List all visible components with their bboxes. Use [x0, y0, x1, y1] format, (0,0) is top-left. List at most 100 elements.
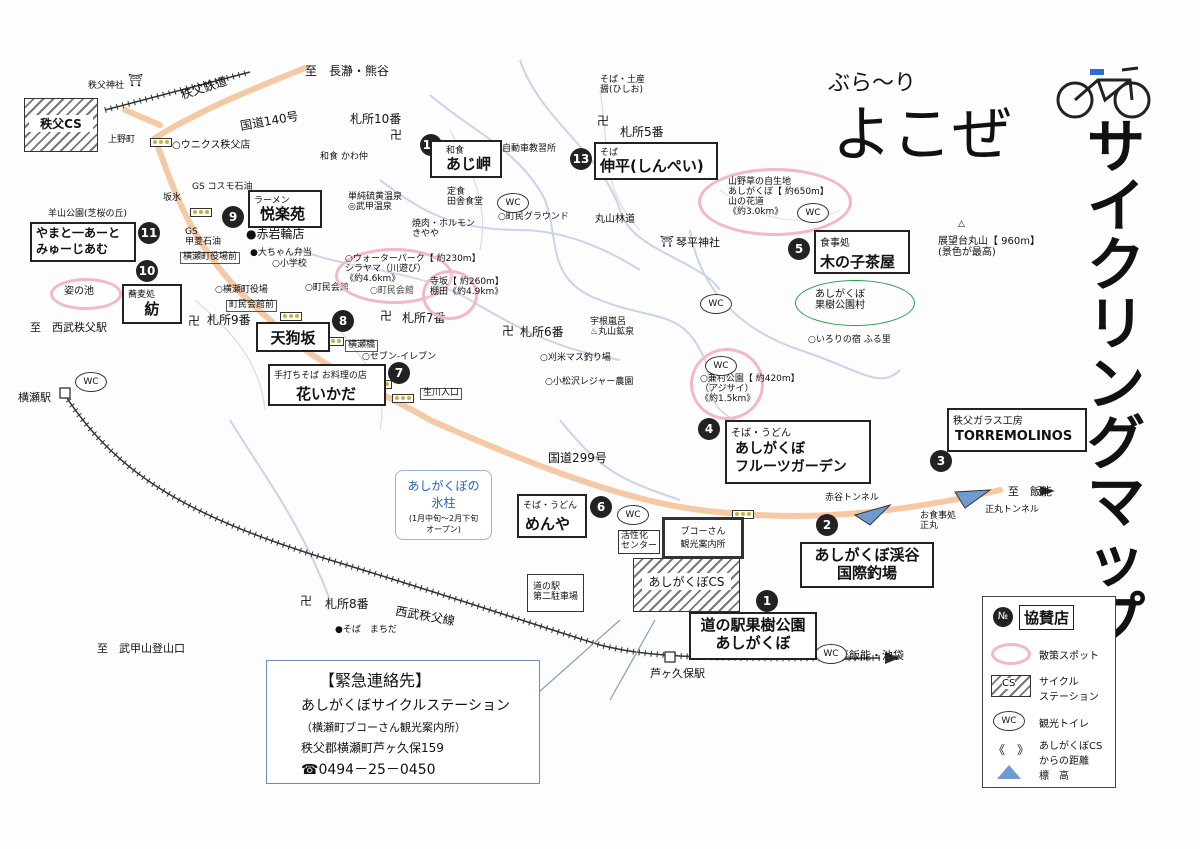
legend-sponsor: 協賛店: [1019, 605, 1075, 630]
wc-icon: WC: [815, 644, 847, 664]
bukosan-info: ブコーさん 観光案内所: [680, 527, 726, 550]
traffic-signal-icon: [392, 394, 414, 403]
kasseika-center: 活性化 センター: [618, 530, 661, 554]
to-seibu-chichibu: 至 西武秩父駅: [30, 321, 107, 334]
tunnel-shapes: [853, 489, 992, 526]
fruit-village: あしがくぼ 果樹公園村: [815, 289, 865, 311]
wc-icon: WC: [497, 193, 529, 213]
yakiniku-kiyaya: 焼肉・ホルモン きやや: [412, 219, 476, 239]
wc-icon: WC: [797, 203, 829, 223]
uenocho-station: 上野町: [108, 135, 136, 145]
legend-bracket-mark: 《 》: [993, 743, 1030, 757]
hyochu-title: あしがくぼの 氷柱: [407, 479, 480, 510]
fudasho-5: 札所5番: [620, 125, 664, 139]
temple-icon: 卍: [380, 309, 393, 323]
temple-icon: 卍: [188, 314, 201, 328]
town-hall-front: 町民会館前: [226, 300, 278, 312]
sponsor-5[interactable]: 食事処 木の子茶屋: [814, 230, 910, 274]
sponsor-6[interactable]: そば・うどん めんや: [517, 494, 587, 538]
sponsor-name: 花いかだ: [296, 385, 357, 403]
fudasho-10: 札所10番: [350, 112, 402, 126]
chichibu-railway: [104, 69, 251, 113]
michinoeki-parking: 道の駅 第二駐車場: [527, 574, 585, 612]
seven-eleven: ○セブン-イレブン: [362, 352, 437, 362]
spot-tenbodai-label: 展望台丸山【 960m】 (景色が最高): [938, 236, 1041, 258]
sponsor-10[interactable]: 蕎麦処 紡: [122, 284, 182, 324]
sponsor-category: そば・うどん: [523, 501, 578, 511]
to-hanno: 至 飯能: [1008, 485, 1052, 498]
spot-waterpark-label: ○ウォーターパーク【 約230m】 シラヤマ（川遊び） 《約4.6km》: [345, 254, 481, 284]
title-main: よこぜ: [832, 100, 1012, 170]
sponsor-name: 悦楽苑: [260, 205, 306, 223]
sponsor-9[interactable]: ラーメン 悦楽苑: [248, 190, 322, 228]
sponsor-number: 4: [698, 418, 720, 440]
kawanaka: 和食 かわ仲: [320, 152, 368, 162]
legend-wc-icon: WC: [993, 711, 1025, 731]
sponsor-1[interactable]: 道の駅果樹公園 あしがくぼ: [689, 612, 817, 660]
daichan-bento: ●大ちゃん弁当: [250, 248, 312, 258]
chichibu-cs-box: 秩父CS: [24, 98, 98, 152]
spot-terasaka-label: 寺坂【 約260m】 棚田《約4.9km》: [430, 277, 504, 297]
kotohira-shrine: 琴平神社: [676, 236, 720, 249]
sponsor-category: 秩父ガラス工房: [953, 416, 1023, 427]
mountain-altitude-icon: [997, 765, 1021, 779]
to-nagatoro: 至 長瀞・熊谷: [305, 64, 390, 78]
to-buko: 至 武甲山登山口: [97, 642, 185, 655]
sponsor-category: 手打ちそば お料理の店: [274, 371, 367, 381]
sponsor-3[interactable]: 秩父ガラス工房 TORREMOLINOS: [947, 408, 1087, 452]
sponsor-category: ラーメン: [254, 196, 290, 206]
legend-wc: 観光トイレ: [1039, 719, 1089, 730]
sponsor-name: やまと一あーと みゅーじあむ: [36, 226, 121, 256]
sponsor-number: 1: [756, 590, 778, 612]
kobishi-gs: GS 甲菱石油: [185, 227, 222, 247]
chichibu-shrine: 秩父神社: [88, 81, 125, 91]
spot-terasaka: [422, 270, 478, 320]
legend-cs-icon: CS: [991, 675, 1031, 697]
kariyone-fishing: ○刈米マス釣り場: [540, 353, 611, 363]
irori-furusato: ○いろりの宿 ふる里: [808, 335, 891, 345]
buko-onsen: 単純硫黄温泉 ◎武甲温泉: [348, 192, 403, 212]
soba-machida: ●そば まちだ: [335, 625, 397, 635]
sponsor-category: 羊山公園(芝桜の丘): [48, 209, 128, 219]
sponsor-name: 道の駅果樹公園 あしがくぼ: [700, 616, 806, 652]
spot-sugata-pond: [50, 278, 122, 310]
legend-number-icon: №: [993, 607, 1013, 627]
sponsor-11[interactable]: やまと一あーと みゅーじあむ: [30, 222, 136, 262]
sponsor-name: 伸平(しんぺい): [600, 157, 704, 175]
legend-distance: あしがくぼCS からの距離: [1039, 741, 1103, 767]
chichibu-cs-label: 秩父CS: [29, 115, 93, 132]
sponsor-7[interactable]: 手打ちそば お料理の店 花いかだ: [268, 364, 386, 406]
sponsor-number: 7: [388, 362, 410, 384]
sponsor-12[interactable]: 和食 あじ岬: [430, 140, 502, 178]
sponsor-13[interactable]: そば 伸平(しんぺい): [594, 142, 718, 180]
mountain-icon: △: [958, 219, 965, 229]
torii-icon: ⛩: [128, 73, 144, 87]
bicycle-icon: [1056, 66, 1151, 119]
shomaru-tunnel: 正丸トンネル: [985, 505, 1039, 515]
sponsor-name: あしがくぼ渓谷 国際釣場: [814, 546, 920, 582]
sponsor-2[interactable]: あしがくぼ渓谷 国際釣場: [800, 542, 934, 588]
ikusegawa: 生川入口: [420, 388, 463, 400]
sponsor-number: 8: [332, 310, 354, 332]
sponsor-name: あじ岬: [446, 155, 492, 173]
shomaru-restaurant: お食事処 正丸: [920, 511, 957, 531]
sponsor-8[interactable]: 天狗坂: [256, 322, 330, 352]
ashigakubo-station: 芦ヶ久保駅: [650, 667, 705, 680]
unicus: ○ウニクス秩父店: [172, 140, 251, 151]
fudasho-6: 札所6番: [520, 325, 564, 339]
hyochu-period: (1月中旬～2月下旬 オープン): [408, 514, 479, 534]
sponsor-category: そば: [600, 148, 619, 158]
driving-school: 自動車教習所: [502, 144, 557, 154]
cosmo-gs: GS コスモ石油: [192, 182, 253, 192]
spot-yamanohanamichi-label: 山野草の自生地 あしがくぼ【 約650m】 山の花道 《約3.0km》: [728, 177, 829, 217]
sponsor-number: 5: [788, 238, 810, 260]
title-pre: ぶら～り: [828, 71, 917, 96]
sakahi: 坂氷: [163, 193, 182, 203]
sponsor-4[interactable]: そば・うどん あしがくぼ フルーツガーデン: [725, 420, 871, 484]
emergency-tel[interactable]: ☎0494－25－0450: [301, 762, 436, 778]
sponsor-name: めんや: [525, 515, 571, 533]
legend-cs: サイクル ステーション: [1039, 677, 1099, 703]
sponsor-category: 食事処: [820, 238, 850, 249]
